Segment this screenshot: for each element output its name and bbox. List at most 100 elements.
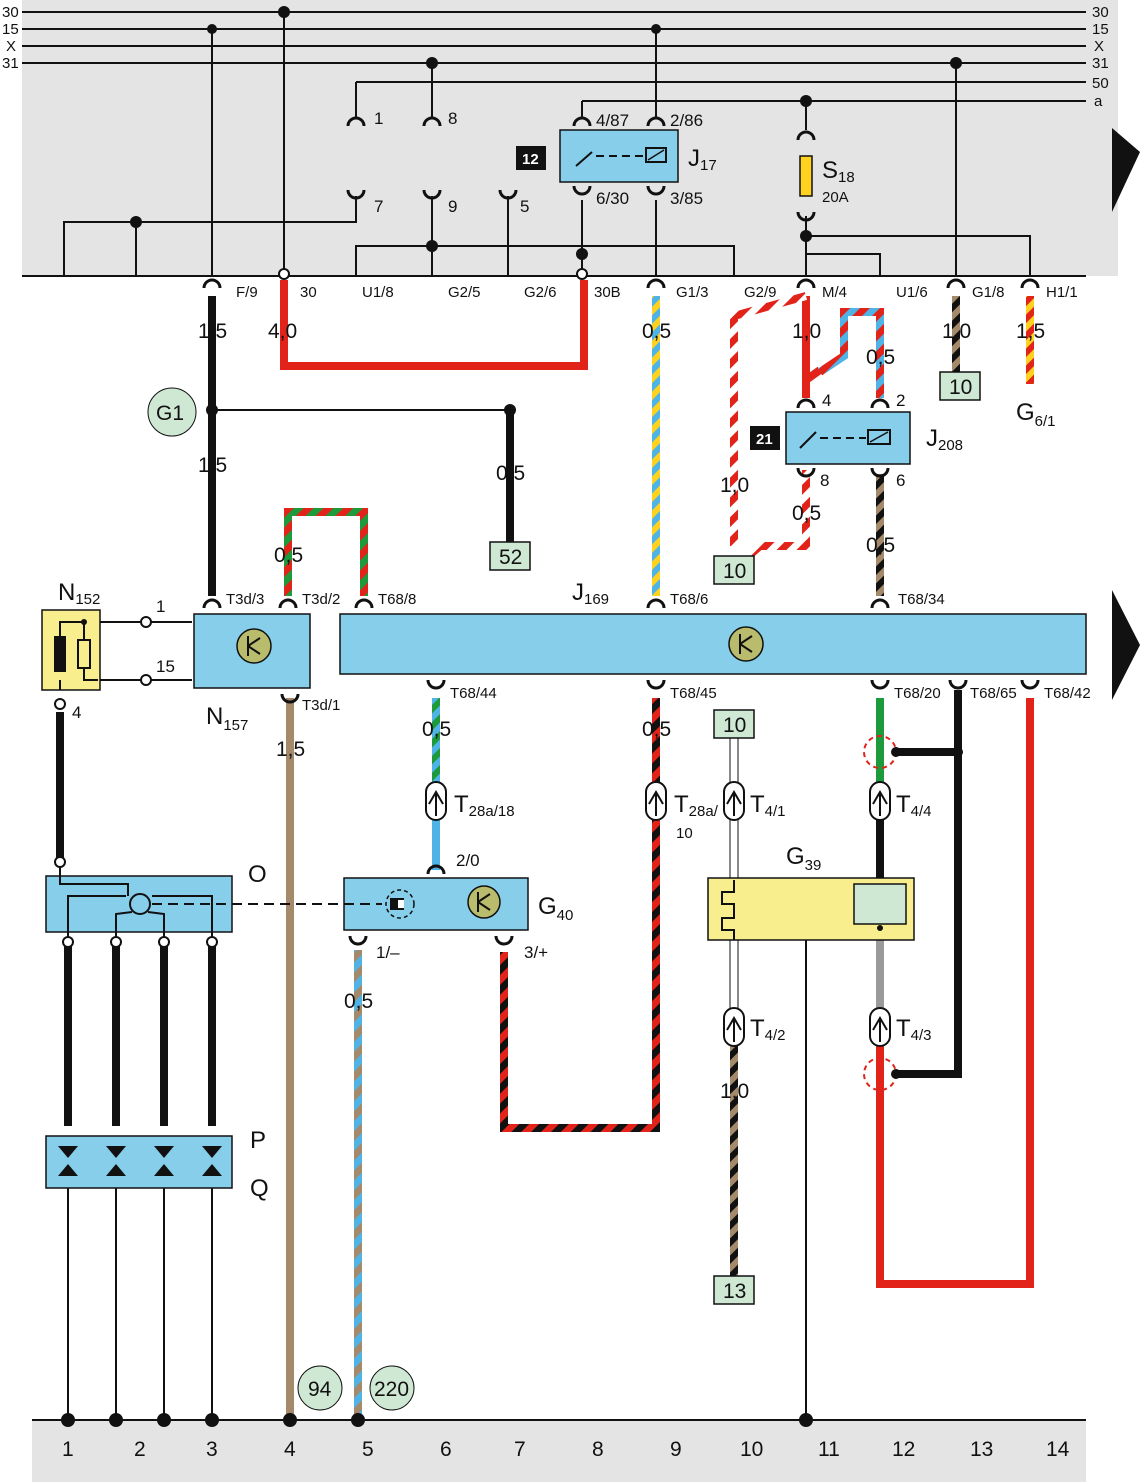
bus-left-31: 31: [2, 55, 19, 72]
j17-pin-2-86: 2/86: [670, 111, 703, 130]
bus-labels: 30 15 X 31 30 15 X 31 50 a: [2, 4, 1109, 110]
connector-t4-1: T4/1: [723, 781, 786, 821]
column-numbers: 1 2 3 4 5 6 7 8 9 10 11 12 13 14: [62, 1438, 1070, 1461]
t4-3-label: T4/3: [896, 1015, 932, 1044]
wire-size-labels: 1,5 4,0 0,5 1,0 0,5 1,0 1,5 1,5 0,5 0,5 …: [198, 320, 1045, 1103]
component-o: O: [45, 856, 382, 948]
t28a-10-sub2: 10: [676, 825, 693, 842]
fuse-s18: S18 20A: [796, 130, 855, 222]
connector-t4-2: T4/2: [723, 1007, 786, 1047]
terminal-labels: F/9 30 U1/8 G2/5 G2/6 30B G1/3 G2/9 M/4 …: [236, 284, 1078, 301]
term-30: 30: [300, 284, 317, 301]
g40-label: G40: [538, 893, 573, 924]
n152-pin-1: 1: [156, 597, 165, 616]
bus-left-x: X: [6, 38, 16, 55]
bus-left-15: 15: [2, 21, 19, 38]
size-t4-2: 1,0: [720, 1080, 749, 1103]
ref-52: 52: [499, 546, 522, 569]
panel-nodes: [130, 6, 962, 260]
size-h11: 1,5: [1016, 320, 1045, 343]
bus-right-x: X: [1094, 38, 1104, 55]
component-g40: 2/0 1/– 3/+ G40: [343, 851, 573, 962]
size-g13: 0,5: [642, 320, 671, 343]
continue-arrow-icon: [1112, 128, 1140, 212]
g39-label: G39: [786, 843, 821, 874]
j17-box-id: 12: [522, 151, 539, 168]
t28a-18-label: T28a/18: [454, 791, 515, 820]
col-11: 11: [818, 1438, 840, 1461]
bus-left-30: 30: [2, 4, 19, 21]
ground-g1: G1: [147, 387, 197, 437]
j208-label: J208: [926, 425, 963, 454]
component-n152: N152 1 15 4: [41, 579, 175, 722]
term-f9: F/9: [236, 284, 258, 301]
bus-right-31: 31: [1092, 55, 1109, 72]
ref-10-a: 10: [949, 376, 972, 399]
contact-9: 9: [448, 197, 457, 216]
term-g25: G2/5: [448, 284, 481, 301]
j169-pin-t68-44: T68/44: [450, 685, 497, 702]
col-1: 1: [62, 1438, 74, 1461]
contact-5: 5: [520, 197, 529, 216]
g40-pin-2-0: 2/0: [456, 851, 480, 870]
component-o-label: O: [248, 861, 267, 888]
wires: [56, 280, 1034, 1420]
j17-pin-3-85: 3/85: [670, 189, 703, 208]
size-t68-44: 0,5: [422, 718, 451, 741]
col-14: 14: [1046, 1438, 1070, 1461]
j208-pin-6: 6: [896, 471, 905, 490]
col-2: 2: [134, 1438, 146, 1461]
relay-j17: 12 4/87 2/86 6/30 3/85 J17: [516, 111, 717, 208]
n157-pin-t3d3: T3d/3: [226, 591, 264, 608]
connector-t4-3: T4/3: [869, 1007, 932, 1047]
j208-pin-2: 2: [896, 391, 905, 410]
j169-pin-t68-42: T68/42: [1044, 685, 1091, 702]
n157-pin-t3d1: T3d/1: [302, 697, 340, 714]
j208-box-id: 21: [756, 431, 773, 448]
component-g39: G39: [707, 843, 915, 941]
component-n157: T3d/3 T3d/2 T3d/1 N157: [193, 591, 340, 734]
ref-10-c: 10: [723, 714, 746, 737]
g40-pin-1: 1/–: [376, 943, 400, 962]
term-g29: G2/9: [744, 284, 777, 301]
n152-pin-15: 15: [156, 657, 175, 676]
col-3: 3: [206, 1438, 218, 1461]
size-j208-6: 0,5: [866, 534, 895, 557]
bus-right-a: a: [1094, 93, 1103, 110]
term-u16: U1/6: [896, 284, 928, 301]
col-13: 13: [970, 1438, 993, 1461]
size-30: 4,0: [268, 320, 297, 343]
term-h11: H1/1: [1046, 284, 1078, 301]
j208-pin-8: 8: [820, 471, 829, 490]
component-q-label: Q: [250, 1175, 269, 1202]
size-g18: 1,0: [942, 320, 971, 343]
col-8: 8: [592, 1438, 604, 1461]
component-p-label: P: [250, 1127, 266, 1154]
fuse-rating: 20A: [822, 189, 849, 206]
reference-boxes: 10 52 10 10 13 94 220: [297, 371, 981, 1411]
term-g18: G1/8: [972, 284, 1005, 301]
term-g26: G2/6: [524, 284, 557, 301]
j169-pin-t68-34: T68/34: [898, 591, 945, 608]
j17-pin-6-30: 6/30: [596, 189, 629, 208]
connector-t28a-10: T28a/ 10: [645, 781, 719, 842]
bus-right-30: 30: [1092, 4, 1109, 21]
g40-pin-3: 3/+: [524, 943, 548, 962]
ref-10-b: 10: [723, 560, 746, 583]
size-m4b: 0,5: [866, 346, 895, 369]
ref-220: 220: [374, 1378, 409, 1401]
t4-2-label: T4/2: [750, 1015, 786, 1044]
t4-1-label: T4/1: [750, 791, 786, 820]
bus-right-15: 15: [1092, 21, 1109, 38]
term-30b: 30B: [594, 284, 621, 301]
n157-label: N157: [206, 703, 248, 734]
size-f9: 1,5: [198, 320, 227, 343]
term-g13: G1/3: [676, 284, 709, 301]
size-g40-1: 0,5: [344, 990, 373, 1013]
bus-right-50: 50: [1092, 75, 1109, 92]
ref-13: 13: [723, 1280, 746, 1303]
connectors: T28a/18 T28a/ 10 T4/1 T4/4 T4/2: [425, 781, 932, 1047]
col-5: 5: [362, 1438, 374, 1461]
bus-lines: [22, 11, 1086, 102]
contact-7: 7: [374, 197, 383, 216]
